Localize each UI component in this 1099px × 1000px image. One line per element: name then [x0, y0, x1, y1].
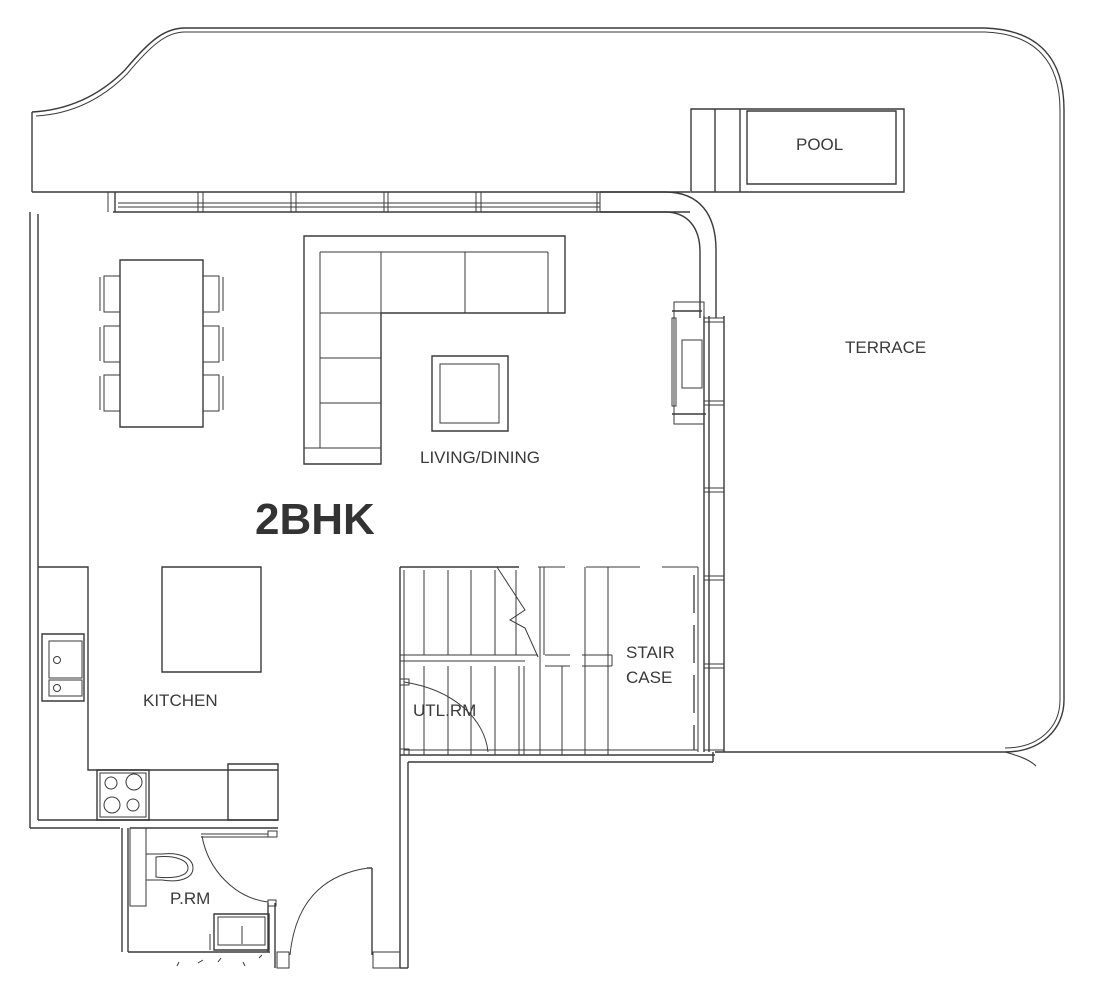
living-dining-label: LIVING/DINING	[420, 448, 540, 467]
staircase	[400, 567, 715, 762]
staircase-label-line2: CASE	[626, 668, 672, 687]
double-sink	[42, 634, 84, 701]
powder-room-walls	[122, 828, 275, 968]
staircase-label-line1: STAIR	[626, 643, 675, 662]
coffee-table	[432, 356, 508, 431]
living-walls	[30, 192, 716, 828]
pool-label: POOL	[796, 135, 843, 154]
tv-unit	[672, 302, 706, 424]
east-windows	[704, 316, 724, 752]
dining-chair-right	[203, 276, 223, 411]
kitchen-label: KITCHEN	[143, 691, 218, 710]
utility-door	[400, 679, 488, 755]
dining-table	[100, 260, 223, 427]
kitchen-island	[162, 567, 261, 672]
north-windows	[108, 192, 690, 212]
toilet	[146, 854, 193, 881]
powder-room-label: P.RM	[170, 889, 210, 908]
pool	[691, 109, 904, 192]
plan-title: 2BHK	[255, 495, 375, 544]
l-shaped-sofa	[304, 236, 565, 464]
refrigerator	[228, 764, 278, 820]
threshold-marks	[177, 955, 262, 966]
main-entry-door	[277, 868, 368, 968]
terrace-label: TERRACE	[845, 338, 926, 357]
entry-corridor	[367, 760, 408, 968]
terrace-boundary	[32, 28, 1064, 766]
wash-basin	[210, 914, 269, 950]
utility-room-label: UTL.RM	[413, 701, 476, 720]
cooktop	[97, 770, 149, 820]
dining-chair-left	[100, 276, 120, 411]
powder-room-door	[202, 831, 277, 906]
